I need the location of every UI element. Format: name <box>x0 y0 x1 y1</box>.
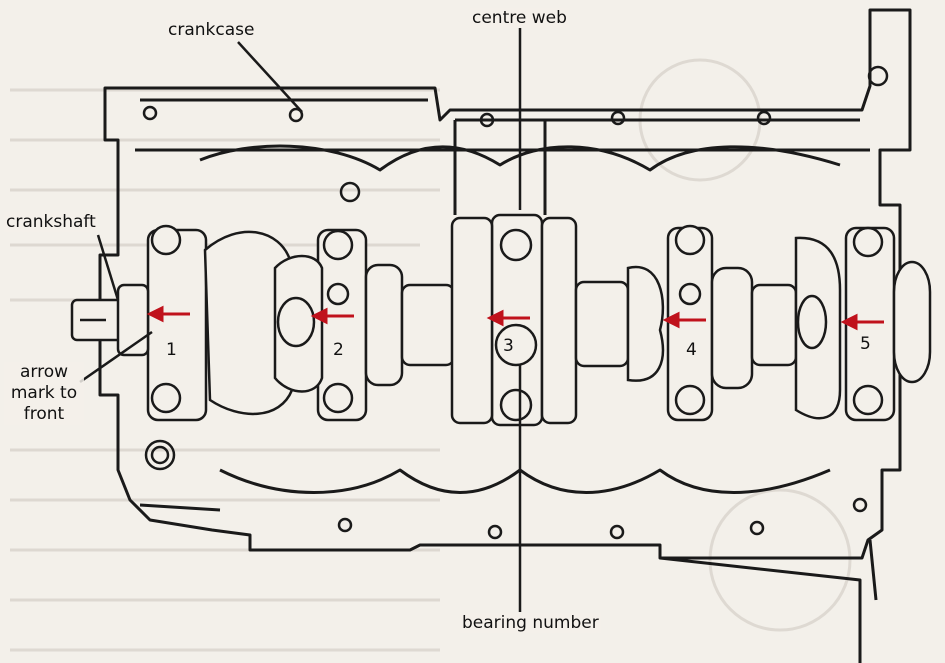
arrow-icon-5 <box>840 313 884 331</box>
arrow-icon-4 <box>662 311 706 329</box>
arrow-icon-2 <box>310 307 354 325</box>
label-crankshaft: crankshaft <box>4 212 98 232</box>
label-arrow-mark: arrow mark to front <box>4 362 84 425</box>
bearing-number-4: 4 <box>686 340 697 360</box>
bearing-number-5: 5 <box>860 334 871 354</box>
bolt-holes <box>142 65 889 540</box>
front-direction-arrows <box>146 305 884 331</box>
leader-lines <box>79 28 522 612</box>
label-centre-web: centre web <box>470 8 569 28</box>
label-bearing-number: bearing number <box>460 613 601 633</box>
crankshaft <box>70 216 932 425</box>
label-crankcase: crankcase <box>166 20 257 40</box>
bearing-number-1: 1 <box>166 340 177 360</box>
arrow-icon-3 <box>486 309 530 327</box>
arrow-icon-1 <box>146 305 190 323</box>
bearing-number-3: 3 <box>503 336 514 356</box>
bearing-number-2: 2 <box>333 340 344 360</box>
